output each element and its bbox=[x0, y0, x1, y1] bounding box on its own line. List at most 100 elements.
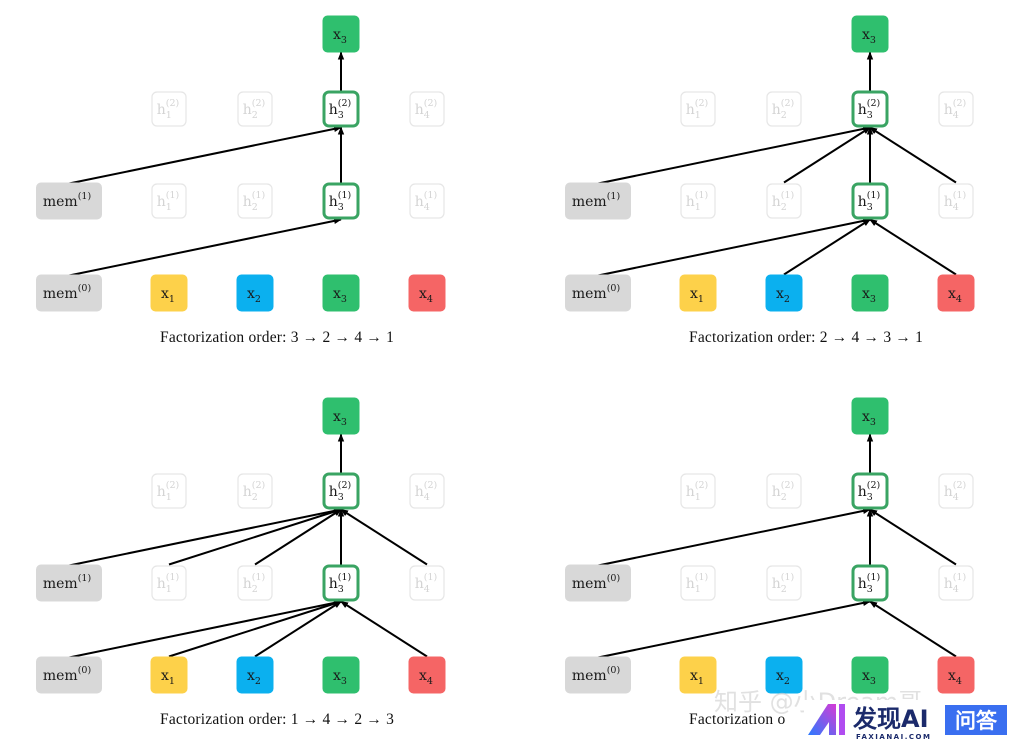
h2-label-2: h2(2) bbox=[772, 98, 795, 121]
edge-x1-to-h1-3 bbox=[168, 600, 342, 658]
mem-label-layer0: mem(0) bbox=[43, 283, 91, 302]
output-label: x3 bbox=[862, 409, 876, 428]
output-node-x3 bbox=[851, 397, 889, 435]
input-token-x4 bbox=[408, 656, 446, 694]
output-node-x3 bbox=[322, 397, 360, 435]
ghost-h1-node-2 bbox=[766, 565, 802, 601]
output-node-x3 bbox=[322, 15, 360, 53]
mem-label-layer1: mem(0) bbox=[572, 573, 620, 592]
active-h1-node-3 bbox=[851, 182, 889, 220]
ghost-h1-node-4 bbox=[938, 565, 974, 601]
h2-label-1: h1(2) bbox=[157, 98, 180, 121]
edge-x2-to-h1-3 bbox=[254, 600, 342, 658]
h1-label-3: h3(1) bbox=[858, 190, 881, 213]
nodes: x3h1(2)h2(2)h3(2)h4(2)h1(1)h2(1)h3(1)h4(… bbox=[36, 15, 446, 312]
edge-mem-layer1-to-h2-3 bbox=[597, 125, 871, 185]
factorization-caption: Factorization order: 3 → 2 → 4 → 1 bbox=[160, 329, 394, 346]
edge-h1-2-to-h2-3 bbox=[254, 508, 342, 566]
mem-node-layer1 bbox=[565, 564, 631, 602]
h2-label-1: h1(2) bbox=[157, 480, 180, 503]
factorization-caption: Factorization order: 1 → 4 → 2 → 3 bbox=[160, 711, 394, 728]
mem-node-layer1 bbox=[36, 182, 102, 220]
h2-label-3: h3(2) bbox=[329, 98, 352, 121]
nodes: x3h1(2)h2(2)h3(2)h4(2)h1(1)h2(1)h3(1)h4(… bbox=[565, 397, 975, 694]
edge-h1-4-to-h2-3 bbox=[869, 508, 957, 566]
edge-x2-to-h1-3 bbox=[783, 218, 871, 276]
ghost-h1-node-1 bbox=[680, 183, 716, 219]
edge-h1-1-to-h2-3 bbox=[168, 508, 342, 566]
active-h2-node-3 bbox=[322, 472, 360, 510]
ghost-h1-node-1 bbox=[680, 565, 716, 601]
input-token-x2 bbox=[765, 656, 803, 694]
input-label-x2: x2 bbox=[776, 286, 790, 305]
edges bbox=[68, 51, 345, 277]
edge-mem-layer0-to-h1-3 bbox=[597, 599, 871, 659]
ghost-h1-node-4 bbox=[938, 183, 974, 219]
edge-h1-2-to-h2-3 bbox=[783, 126, 871, 184]
edge-h1-4-to-h2-3 bbox=[869, 126, 957, 184]
factorization-caption: Factorization order: 2 → 4 → 3 → 1 bbox=[689, 329, 923, 346]
qa-badge-label: 问答 bbox=[955, 709, 998, 733]
active-h1-node-3 bbox=[322, 182, 360, 220]
input-token-x4 bbox=[937, 656, 975, 694]
h1-label-2: h2(1) bbox=[243, 190, 266, 213]
h2-label-3: h3(2) bbox=[858, 480, 881, 503]
h2-label-2: h2(2) bbox=[243, 98, 266, 121]
input-token-x2 bbox=[236, 656, 274, 694]
panel-bottom-right: x3h1(2)h2(2)h3(2)h4(2)h1(1)h2(1)h3(1)h4(… bbox=[565, 397, 975, 728]
h1-label-2: h2(1) bbox=[243, 572, 266, 595]
mem-label-layer1: mem(1) bbox=[572, 191, 620, 210]
mem-label-layer1: mem(1) bbox=[43, 191, 91, 210]
active-h2-node-3 bbox=[322, 90, 360, 128]
faxianai-logo-icon bbox=[808, 704, 836, 735]
h1-label-4: h4(1) bbox=[944, 190, 967, 213]
h1-label-2: h2(1) bbox=[772, 190, 795, 213]
h2-label-4: h4(2) bbox=[944, 98, 967, 121]
mem-label-layer0: mem(0) bbox=[572, 283, 620, 302]
input-label-x3: x3 bbox=[862, 286, 876, 305]
edge-x4-to-h1-3 bbox=[869, 218, 957, 276]
ghost-h2-node-4 bbox=[938, 473, 974, 509]
h1-label-3: h3(1) bbox=[329, 190, 352, 213]
h1-label-1: h1(1) bbox=[157, 190, 180, 213]
h2-label-4: h4(2) bbox=[415, 480, 438, 503]
edge-mem-layer1-to-h2-3 bbox=[68, 125, 342, 185]
ghost-h1-node-1 bbox=[151, 565, 187, 601]
edge-x4-to-h1-3 bbox=[340, 600, 428, 658]
input-token-x3 bbox=[851, 274, 889, 312]
input-label-x4: x4 bbox=[948, 286, 962, 305]
mem-label-layer0: mem(0) bbox=[572, 665, 620, 684]
faxianai-logo-bar bbox=[839, 704, 845, 735]
panel-top-left: x3h1(2)h2(2)h3(2)h4(2)h1(1)h2(1)h3(1)h4(… bbox=[36, 15, 446, 346]
ghost-h2-node-4 bbox=[938, 91, 974, 127]
output-node-x3 bbox=[851, 15, 889, 53]
h2-label-2: h2(2) bbox=[772, 480, 795, 503]
edge-mem-layer0-to-h1-3 bbox=[68, 599, 342, 659]
input-token-x1 bbox=[679, 274, 717, 312]
ghost-h2-node-2 bbox=[766, 91, 802, 127]
input-label-x2: x2 bbox=[247, 286, 261, 305]
input-token-x2 bbox=[236, 274, 274, 312]
ghost-h1-node-4 bbox=[409, 565, 445, 601]
input-token-x3 bbox=[851, 656, 889, 694]
ghost-h1-node-2 bbox=[237, 565, 273, 601]
input-token-x3 bbox=[322, 274, 360, 312]
input-label-x1: x1 bbox=[161, 668, 175, 687]
input-token-x1 bbox=[150, 656, 188, 694]
mem-node-layer0 bbox=[565, 274, 631, 312]
faxianai-brand: 发现AI bbox=[852, 705, 929, 733]
input-label-x2: x2 bbox=[776, 668, 790, 687]
edges bbox=[597, 51, 957, 277]
output-label: x3 bbox=[862, 27, 876, 46]
h2-label-2: h2(2) bbox=[243, 480, 266, 503]
mem-label-layer1: mem(1) bbox=[43, 573, 91, 592]
edge-h1-4-to-h2-3 bbox=[340, 508, 428, 566]
input-label-x1: x1 bbox=[690, 668, 704, 687]
active-h1-node-3 bbox=[322, 564, 360, 602]
mem-node-layer1 bbox=[565, 182, 631, 220]
edges bbox=[68, 433, 428, 659]
h2-label-3: h3(2) bbox=[858, 98, 881, 121]
input-token-x1 bbox=[150, 274, 188, 312]
panel-top-right: x3h1(2)h2(2)h3(2)h4(2)h1(1)h2(1)h3(1)h4(… bbox=[565, 15, 975, 346]
